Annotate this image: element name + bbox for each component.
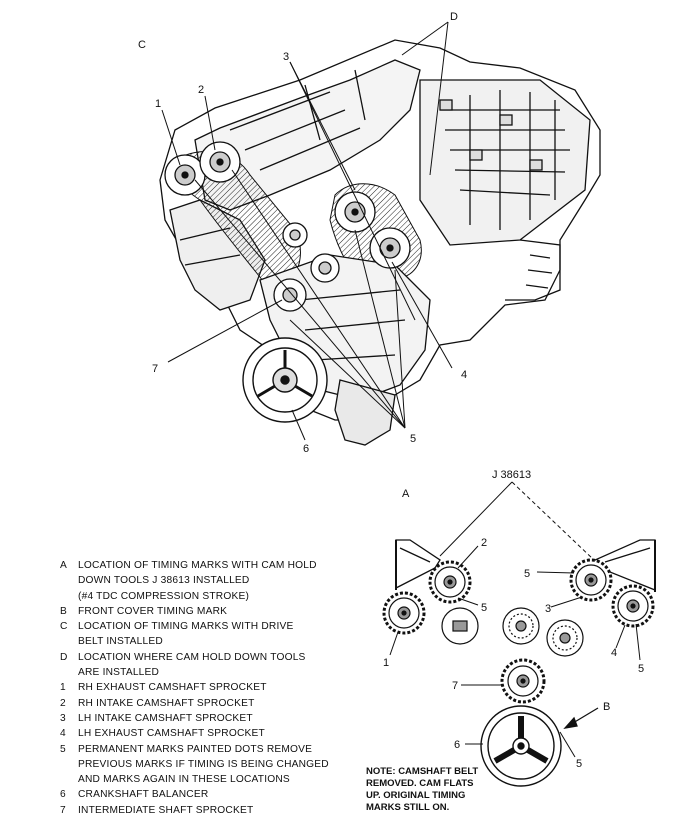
cam-hold-down-tool-left: [395, 539, 441, 590]
sprocket-1-bottom: [382, 591, 426, 635]
callout-5a-bottom: 5: [481, 602, 487, 614]
legend-item-6: 6 CRANKSHAFT BALANCER: [60, 787, 360, 802]
callout-6-bottom: 6: [454, 739, 460, 751]
sprocket-4-bottom: [611, 584, 655, 628]
callout-4-bottom: 4: [611, 647, 617, 659]
callout-3-bottom: 3: [545, 603, 551, 615]
callout-7-bottom: 7: [452, 680, 458, 692]
legend-item-1: 1 RH EXHAUST CAMSHAFT SPROCKET: [60, 680, 360, 695]
cam-flat-left: [441, 607, 479, 645]
legend-text: RH INTAKE CAMSHAFT SPROCKET: [78, 697, 255, 709]
callout-1-bottom: 1: [383, 657, 389, 669]
legend-key: D: [60, 651, 68, 663]
legend-key: 3: [60, 712, 66, 724]
legend-text: CRANKSHAFT BALANCER: [78, 789, 209, 801]
tool-leader-lines: [439, 481, 595, 561]
legend-key: 7: [60, 804, 66, 816]
legend-key: 6: [60, 789, 66, 801]
rh-intake-sprocket-top: [199, 141, 241, 183]
legend-text: LOCATION OF TIMING MARKS WITH CAM HOLD D…: [78, 560, 317, 602]
legend-key: C: [60, 621, 68, 633]
legend-key: 4: [60, 728, 66, 740]
legend-text: RH EXHAUST CAMSHAFT SPROCKET: [78, 682, 267, 694]
sprocket-7-bottom: [500, 658, 546, 704]
callout-d: D: [450, 11, 458, 23]
legend-item-2: 2 RH INTAKE CAMSHAFT SPROCKET: [60, 696, 360, 711]
legend-item-b: B FRONT COVER TIMING MARK: [60, 604, 360, 619]
tool-label: J 38613: [492, 469, 531, 481]
legend-item-a: A LOCATION OF TIMING MARKS WITH CAM HOLD…: [60, 558, 360, 604]
legend-text: FRONT COVER TIMING MARK: [78, 605, 228, 617]
callout-5b-bottom: 5: [524, 568, 530, 580]
legend-text: LOCATION WHERE CAM HOLD DOWN TOOLS ARE I…: [78, 651, 306, 679]
legend-text: LH EXHAUST CAMSHAFT SPROCKET: [78, 728, 265, 740]
legend-key: B: [60, 605, 67, 617]
legend-item-4: 4 LH EXHAUST CAMSHAFT SPROCKET: [60, 726, 360, 741]
lh-exhaust-sprocket-top: [369, 227, 411, 269]
cam-flat-center-left: [502, 607, 540, 645]
callout-5-top: 5: [410, 433, 416, 445]
legend-text: LOCATION OF TIMING MARKS WITH DRIVE BELT…: [78, 621, 294, 648]
cam-flat-center-right: [546, 619, 584, 657]
callout-1-top: 1: [155, 98, 161, 110]
legend: A LOCATION OF TIMING MARKS WITH CAM HOLD…: [60, 558, 360, 818]
leader-lines-top: [161, 21, 453, 441]
legend-text: LH INTAKE CAMSHAFT SPROCKET: [78, 712, 253, 724]
rh-exhaust-sprocket-top: [164, 154, 206, 196]
crankshaft-balancer-bottom: [480, 705, 562, 787]
sprocket-2-bottom: [428, 560, 472, 604]
legend-item-d: D LOCATION WHERE CAM HOLD DOWN TOOLS ARE…: [60, 650, 360, 681]
callout-b: B: [603, 701, 610, 713]
sprocket-3-bottom: [569, 558, 613, 602]
legend-item-c: C LOCATION OF TIMING MARKS WITH DRIVE BE…: [60, 619, 360, 650]
legend-text: INTERMEDIATE SHAFT SPROCKET: [78, 804, 254, 816]
legend-key: 1: [60, 682, 66, 694]
legend-key: 2: [60, 697, 66, 709]
callout-6-top: 6: [303, 443, 309, 455]
callout-2-bottom: 2: [481, 537, 487, 549]
callout-5c-bottom: 5: [638, 663, 644, 675]
note-text: NOTE: CAMSHAFT BELT REMOVED. CAM FLATS U…: [366, 766, 479, 813]
intermediate-sprocket-top: [273, 222, 340, 312]
legend-key: A: [60, 560, 67, 571]
callout-2-top: 2: [198, 84, 204, 96]
callout-3-top: 3: [283, 51, 289, 63]
callout-5d-bottom: 5: [576, 758, 582, 770]
legend-key: 5: [60, 743, 66, 755]
legend-item-5: 5 PERMANENT MARKS PAINTED DOTS REMOVE PR…: [60, 742, 360, 788]
front-cover-mark-arrow: [563, 707, 599, 729]
legend-item-3: 3 LH INTAKE CAMSHAFT SPROCKET: [60, 711, 360, 726]
legend-item-7: 7 INTERMEDIATE SHAFT SPROCKET: [60, 803, 360, 818]
callout-4-top: 4: [461, 369, 467, 381]
legend-text: PERMANENT MARKS PAINTED DOTS REMOVE PREV…: [78, 743, 329, 786]
crankshaft-balancer-top: [242, 337, 328, 423]
label-view-a: A: [402, 488, 410, 500]
callout-7-top: 7: [152, 363, 158, 375]
label-view-c: C: [138, 39, 146, 51]
leader-lines-bottom: [389, 545, 641, 758]
